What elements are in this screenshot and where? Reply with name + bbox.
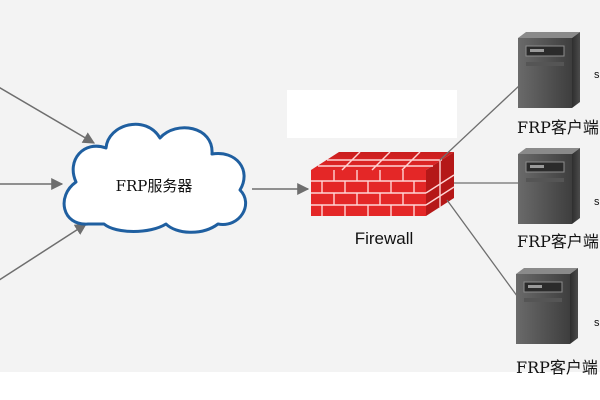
- server-label: FRP服务器: [116, 177, 193, 195]
- client-label: FRP客户端: [517, 232, 599, 251]
- connector-client-1: [439, 84, 521, 161]
- cloud-icon: [62, 122, 247, 234]
- firewall-backdrop-panel: [287, 90, 457, 138]
- server-tower-icon: [517, 31, 581, 109]
- bottom-strip: [0, 372, 600, 400]
- client-node-1: s FRP客户端: [517, 31, 600, 137]
- firewall-brick-wall-icon: [311, 151, 455, 216]
- client-tag: s: [594, 317, 600, 329]
- client-node-3: s FRP客户端: [515, 267, 600, 377]
- server-tower-icon: [517, 147, 581, 225]
- server-tower-icon: [515, 267, 579, 345]
- client-label: FRP客户端: [516, 358, 598, 377]
- inbound-arrow-top: [0, 86, 96, 144]
- client-tag: s: [594, 69, 600, 81]
- inbound-arrow-bottom: [0, 223, 88, 281]
- firewall-label: Firewall: [355, 229, 414, 248]
- client-label: FRP客户端: [517, 118, 599, 137]
- connector-client-3: [446, 199, 521, 301]
- client-node-2: s FRP客户端: [517, 147, 600, 251]
- client-tag: s: [594, 196, 600, 208]
